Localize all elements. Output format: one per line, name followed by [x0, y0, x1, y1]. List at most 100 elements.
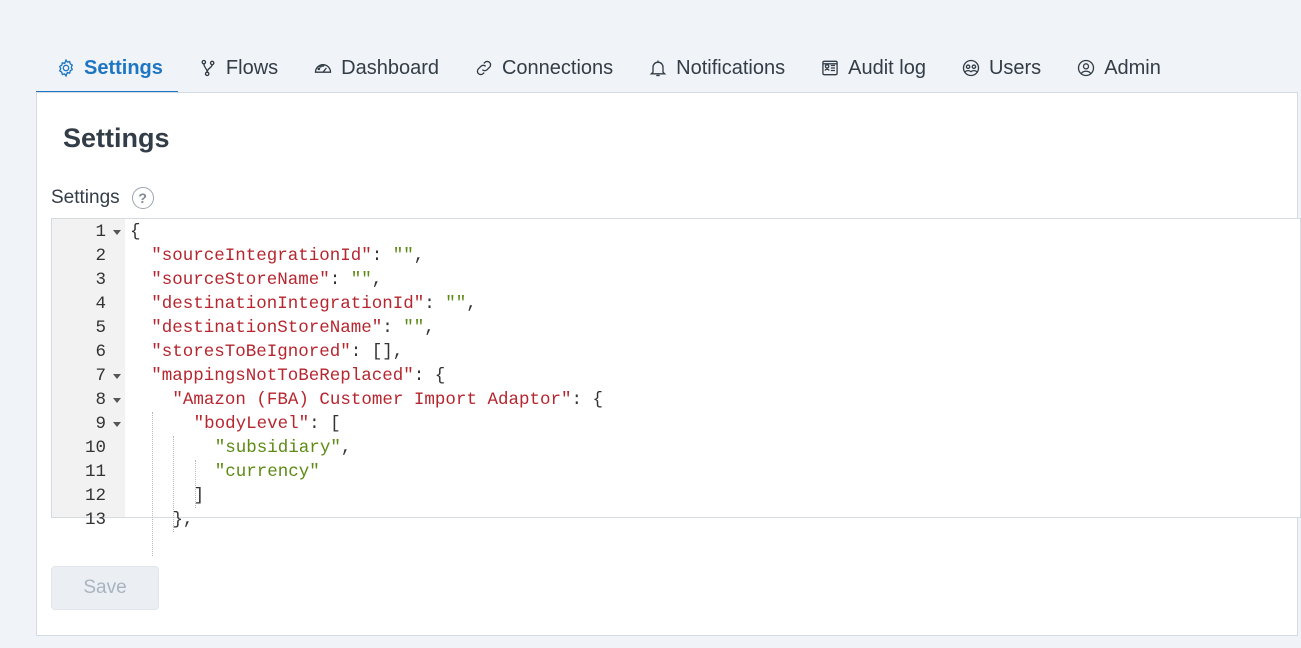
tab-label: Flows	[225, 56, 279, 79]
fold-arrow-icon[interactable]	[113, 374, 121, 379]
tab-settings[interactable]: Settings	[36, 44, 178, 94]
line-number: 7	[52, 364, 125, 388]
json-key: "bodyLevel"	[193, 414, 310, 434]
line-number: 1	[52, 220, 125, 244]
tab-bar: Settings Flows Dashboard Connections Notific…	[36, 44, 1292, 94]
json-string: ""	[392, 246, 414, 266]
json-punctuation: : {	[413, 366, 446, 386]
link-icon	[473, 57, 495, 79]
help-icon[interactable]: ?	[131, 187, 154, 209]
line-number-text: 10	[84, 438, 106, 458]
tab-flows[interactable]: Flows	[178, 44, 293, 92]
json-string: ""	[403, 318, 425, 338]
save-button[interactable]: Save	[51, 566, 159, 610]
json-key: "mappingsNotToBeReplaced"	[151, 366, 414, 386]
json-punctuation: : [],	[350, 342, 404, 362]
flows-icon	[197, 57, 219, 79]
tab-connections[interactable]: Connections	[454, 44, 628, 92]
line-number: 12	[52, 484, 125, 508]
line-number-text: 2	[95, 246, 106, 266]
json-punctuation: },	[172, 510, 194, 530]
dashboard-gauge-icon	[312, 57, 334, 79]
tab-label: Users	[988, 56, 1042, 79]
json-punctuation: ,	[424, 318, 435, 338]
line-number: 8	[52, 388, 125, 412]
settings-field-label: Settings ?	[51, 187, 154, 209]
fold-arrow-icon[interactable]	[113, 230, 121, 235]
tab-label: Dashboard	[341, 56, 439, 79]
code-line: "currency"	[215, 460, 320, 484]
json-key: "Amazon (FBA) Customer Import Adaptor"	[172, 390, 572, 410]
code-line: },	[172, 508, 193, 532]
admin-user-icon	[1075, 57, 1097, 79]
json-punctuation: ,	[466, 294, 477, 314]
line-number-text: 12	[84, 486, 106, 506]
code-line: "Amazon (FBA) Customer Import Adaptor": …	[172, 388, 603, 412]
line-number-text: 5	[95, 318, 106, 338]
json-key: "sourceStoreName"	[151, 270, 330, 290]
line-number-text: 6	[95, 342, 106, 362]
tab-label: Connections	[501, 56, 614, 79]
line-number-text: 7	[95, 366, 106, 386]
tab-label: Audit log	[848, 56, 926, 79]
json-key: "storesToBeIgnored"	[151, 342, 351, 362]
line-number-text: 11	[84, 462, 106, 482]
code-line: "storesToBeIgnored": [],	[151, 340, 403, 364]
indent-guide	[152, 412, 154, 556]
code-line: "mappingsNotToBeReplaced": {	[151, 364, 445, 388]
line-number: 6	[52, 340, 125, 364]
line-number-text: 1	[95, 222, 106, 242]
json-punctuation: ]	[193, 486, 205, 506]
line-number-text: 9	[95, 414, 106, 434]
tab-notifications[interactable]: Notifications	[628, 44, 800, 92]
tab-label: Settings	[84, 56, 163, 79]
line-number-text: 4	[95, 294, 106, 314]
users-icon	[960, 57, 982, 79]
tab-dashboard[interactable]: Dashboard	[293, 44, 454, 92]
gear-icon	[55, 57, 77, 79]
audit-log-icon	[819, 57, 841, 79]
page-title: Settings	[63, 123, 170, 153]
tab-label: Admin	[1104, 56, 1161, 79]
json-punctuation: ,	[413, 246, 425, 266]
json-punctuation: : {	[571, 390, 603, 410]
code-line: "destinationIntegrationId": "",	[151, 292, 477, 316]
json-string: "subsidiary"	[214, 438, 341, 458]
fold-arrow-icon[interactable]	[113, 398, 121, 403]
tab-audit-log[interactable]: Audit log	[800, 44, 941, 92]
tab-admin[interactable]: Admin	[1056, 44, 1176, 92]
code-line: "sourceStoreName": "",	[151, 268, 382, 292]
line-number-text: 3	[95, 270, 106, 290]
line-number: 10	[52, 436, 125, 460]
tab-label: Notifications	[676, 56, 786, 79]
json-punctuation: :	[329, 270, 351, 290]
line-number: 13	[52, 508, 125, 532]
code-line: ]	[194, 484, 205, 508]
line-number: 11	[52, 460, 125, 484]
json-string: ""	[350, 270, 372, 290]
code-line: "destinationStoreName": "",	[151, 316, 435, 340]
code-line: {	[130, 220, 141, 244]
code-line: "subsidiary",	[215, 436, 352, 460]
json-key: "sourceIntegrationId"	[151, 246, 372, 266]
json-key: "destinationIntegrationId"	[151, 294, 425, 314]
indent-guide	[194, 460, 196, 508]
json-punctuation: : [	[309, 414, 341, 434]
json-punctuation: ,	[371, 270, 383, 290]
fold-arrow-icon[interactable]	[113, 422, 121, 427]
line-number-text: 8	[95, 390, 106, 410]
bell-icon	[647, 57, 669, 79]
indent-guide	[173, 436, 175, 532]
line-number: 4	[52, 292, 125, 316]
line-number: 5	[52, 316, 125, 340]
tab-users[interactable]: Users	[941, 44, 1056, 92]
json-string: ""	[445, 294, 467, 314]
json-punctuation: ,	[340, 438, 352, 458]
line-number: 2	[52, 244, 125, 268]
line-number-text: 13	[84, 510, 106, 530]
json-string: "currency"	[214, 462, 320, 482]
line-number: 9	[52, 412, 125, 436]
